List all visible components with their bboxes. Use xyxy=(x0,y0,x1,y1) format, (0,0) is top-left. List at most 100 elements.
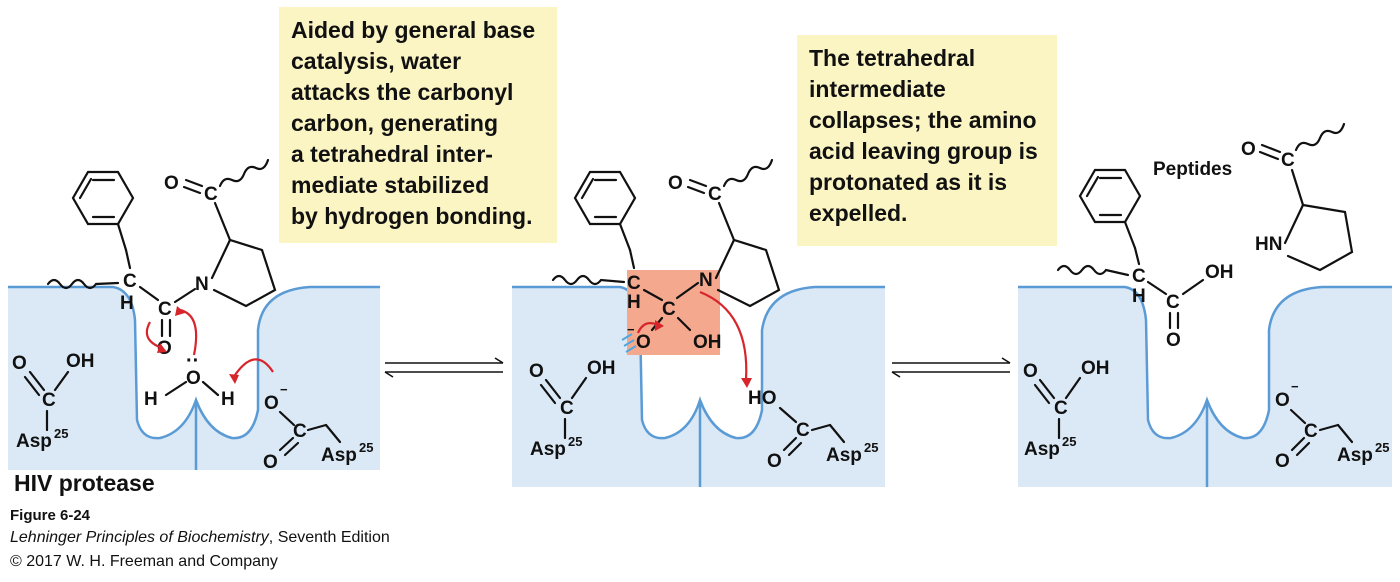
atom-c: C xyxy=(293,421,307,442)
panel-3-enzyme-pocket xyxy=(1018,285,1392,487)
minus-charge: − xyxy=(280,382,288,397)
atom-c-alpha: C xyxy=(627,273,641,294)
atom-o: O xyxy=(263,452,278,473)
atom-n-proline: N xyxy=(195,274,209,295)
panel-1-water: O ·· H H xyxy=(144,306,274,410)
callout-line: catalysis, water xyxy=(291,48,462,74)
peptides-label: Peptides xyxy=(1153,159,1232,180)
panel-1-asp-left: O C OH Asp 25 xyxy=(12,351,95,452)
callout-water-attack: Aided by general base catalysis, water a… xyxy=(279,7,557,243)
atom-c-proline: C xyxy=(204,184,218,205)
hydrogen-bond xyxy=(621,333,633,341)
atom-c: C xyxy=(560,398,574,419)
atom-o: O xyxy=(12,353,27,374)
asp-label: Asp xyxy=(1024,439,1060,460)
callout-line: expelled. xyxy=(809,200,908,226)
minus-charge: − xyxy=(627,322,635,337)
atom-o: O xyxy=(1166,330,1181,351)
atom-o: O xyxy=(1275,451,1290,472)
atom-o-minus: O xyxy=(264,393,279,414)
atom-c-proline: C xyxy=(708,184,722,205)
atom-o-water: O xyxy=(186,368,201,389)
callout-line: attacks the carbonyl xyxy=(291,79,514,105)
wavy-bond xyxy=(218,158,270,188)
atom-o-proline: O xyxy=(1241,139,1256,160)
atom-c-carbonyl: C xyxy=(158,299,172,320)
callout-line: a tetrahedral inter- xyxy=(291,141,493,167)
copyright: © 2017 W. H. Freeman and Company xyxy=(10,553,278,570)
atom-c: C xyxy=(42,390,56,411)
panel-3-products: C H C O OH Peptides HN C O xyxy=(1056,122,1354,351)
atom-o: O xyxy=(767,451,782,472)
red-arrow xyxy=(699,290,748,381)
red-arrow xyxy=(145,321,163,350)
panel-1-enzyme-pocket xyxy=(8,285,380,470)
callout-line: collapses; the amino xyxy=(809,107,1037,133)
atom-oh: OH xyxy=(66,351,95,372)
panel-1-substrate: C H C O N C O xyxy=(46,158,277,359)
atom-o-minus: O xyxy=(636,332,651,353)
asp-number: 25 xyxy=(568,434,582,449)
callout-line: by hydrogen bonding. xyxy=(291,203,533,229)
atom-hn: HN xyxy=(1255,234,1282,255)
callout-intermediate-collapse: The tetrahedral intermediate collapses; … xyxy=(797,35,1057,246)
asp-label: Asp xyxy=(16,431,52,452)
atom-oh: OH xyxy=(693,332,722,353)
atom-c: C xyxy=(796,420,810,441)
asp-label: Asp xyxy=(826,445,862,466)
red-arrow xyxy=(179,308,198,356)
atom-o-proline: O xyxy=(668,173,683,194)
figure-number: Figure 6-24 xyxy=(10,507,91,524)
atom-o-proline: O xyxy=(164,173,179,194)
atom-h-water-2: H xyxy=(221,389,235,410)
atom-oh: OH xyxy=(1081,358,1110,379)
atom-o: O xyxy=(1023,361,1038,382)
wavy-bond xyxy=(46,278,120,290)
panel-2-intermediate: C H C N O − OH C O xyxy=(551,158,781,388)
book-edition: , Seventh Edition xyxy=(268,529,390,546)
atom-c-proline: C xyxy=(1281,150,1295,171)
atom-c: C xyxy=(1054,398,1068,419)
callout-line: protonated as it is xyxy=(809,169,1008,195)
atom-ho: HO xyxy=(748,388,777,409)
callout-line: mediate stabilized xyxy=(291,172,490,198)
callout-line: Aided by general base xyxy=(291,17,536,43)
atom-oh: OH xyxy=(587,358,616,379)
atom-o-carbonyl: O xyxy=(157,338,172,359)
atom-c: C xyxy=(1304,421,1318,442)
lone-pair: ·· xyxy=(186,350,199,372)
atom-n: N xyxy=(699,270,713,291)
panel-3-asp-right: O − C O Asp 25 xyxy=(1275,379,1389,472)
panel-1-asp-right: O − C O Asp 25 xyxy=(263,382,373,473)
intermediate-highlight xyxy=(627,270,720,355)
asp-label: Asp xyxy=(321,445,357,466)
atom-c-tetrahedral: C xyxy=(662,299,676,320)
minus-charge: − xyxy=(1291,379,1299,394)
atom-o: O xyxy=(529,361,544,382)
asp-number: 25 xyxy=(1375,440,1389,455)
enzyme-label: HIV protease xyxy=(14,470,155,496)
equilibrium-arrow-2 xyxy=(891,357,1011,378)
callout-line: acid leaving group is xyxy=(809,138,1038,164)
asp-number: 25 xyxy=(1062,434,1076,449)
panel-2-asp-right: HO C O Asp 25 xyxy=(748,388,878,472)
atom-o-minus: O xyxy=(1275,390,1290,411)
callout-line: The tetrahedral xyxy=(809,45,976,71)
atom-c-alpha: C xyxy=(123,271,137,292)
callout-line: carbon, generating xyxy=(291,110,499,136)
callout-line: intermediate xyxy=(809,76,946,102)
atom-c-carboxyl: C xyxy=(1166,292,1180,313)
book-title: Lehninger Principles of Biochemistry xyxy=(10,529,269,546)
panel-2-asp-left: O C OH Asp 25 xyxy=(529,358,616,460)
asp-label: Asp xyxy=(1337,445,1373,466)
atom-oh: OH xyxy=(1205,262,1234,283)
equilibrium-arrow-1 xyxy=(384,357,504,378)
atom-h-alpha: H xyxy=(120,293,134,314)
book-citation: Lehninger Principles of Biochemistry, Se… xyxy=(10,529,390,547)
atom-c-alpha: C xyxy=(1132,266,1146,287)
atom-h-alpha: H xyxy=(627,292,641,313)
panel-3-asp-left: O C OH Asp 25 xyxy=(1023,358,1110,460)
asp-number: 25 xyxy=(359,440,373,455)
